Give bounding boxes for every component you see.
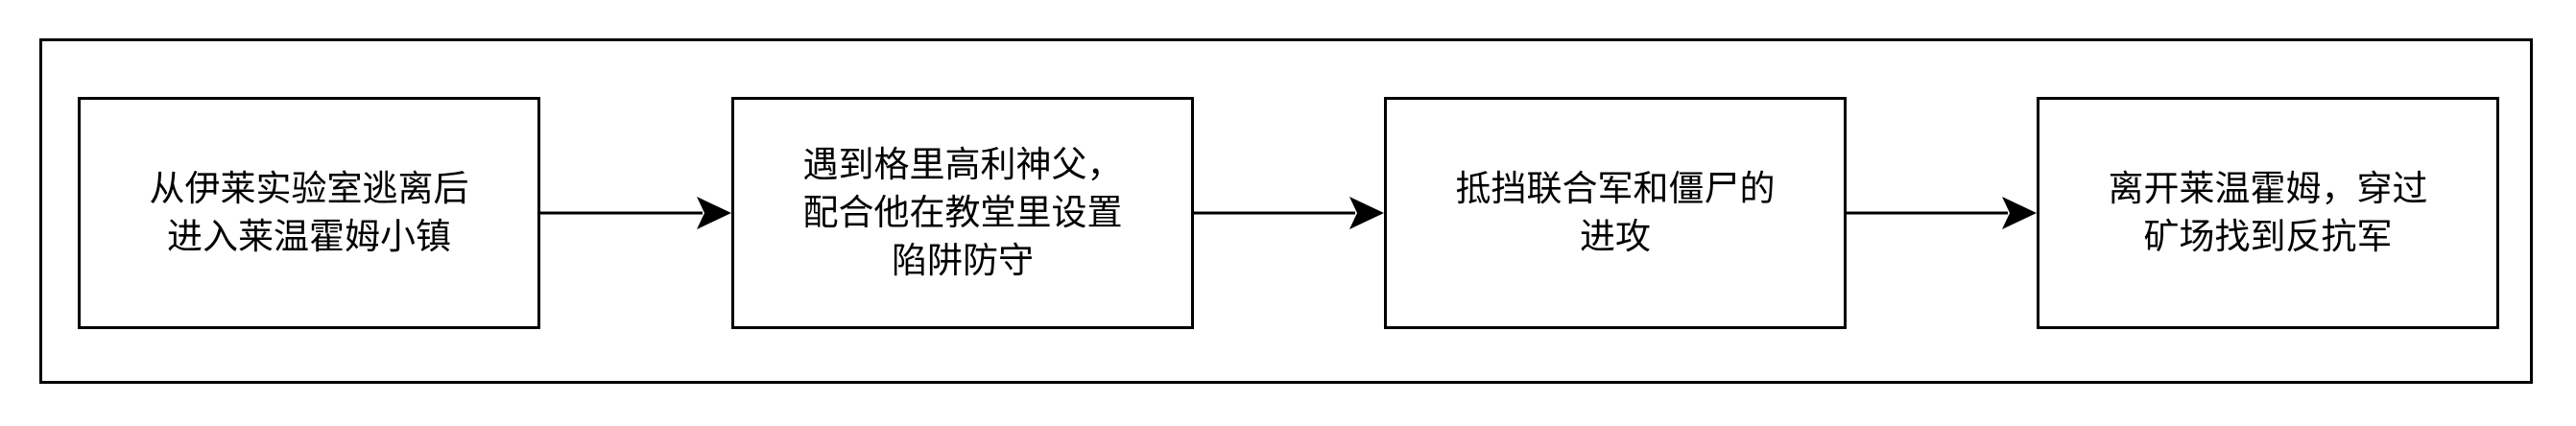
step-box-3: 抵挡联合军和僵尸的 进攻	[1384, 97, 1847, 329]
step-box-2: 遇到格里高利神父， 配合他在教堂里设置 陷阱防守	[731, 97, 1194, 329]
step-label-4: 离开莱温霍姆，穿过 矿场找到反抗军	[2108, 168, 2428, 257]
step-box-4: 离开莱温霍姆，穿过 矿场找到反抗军	[2037, 97, 2499, 329]
diagram-frame	[39, 38, 2533, 384]
arrow-2-to-3	[1194, 197, 1384, 229]
step-label-2: 遇到格里高利神父， 配合他在教堂里设置 陷阱防守	[802, 144, 1123, 281]
step-label-1: 从伊莱实验室逃离后 进入莱温霍姆小镇	[149, 168, 469, 257]
step-label-3: 抵挡联合军和僵尸的 进攻	[1455, 168, 1776, 257]
step-box-1: 从伊莱实验室逃离后 进入莱温霍姆小镇	[78, 97, 540, 329]
arrow-1-to-2	[540, 197, 731, 229]
arrow-3-to-4	[1847, 197, 2037, 229]
